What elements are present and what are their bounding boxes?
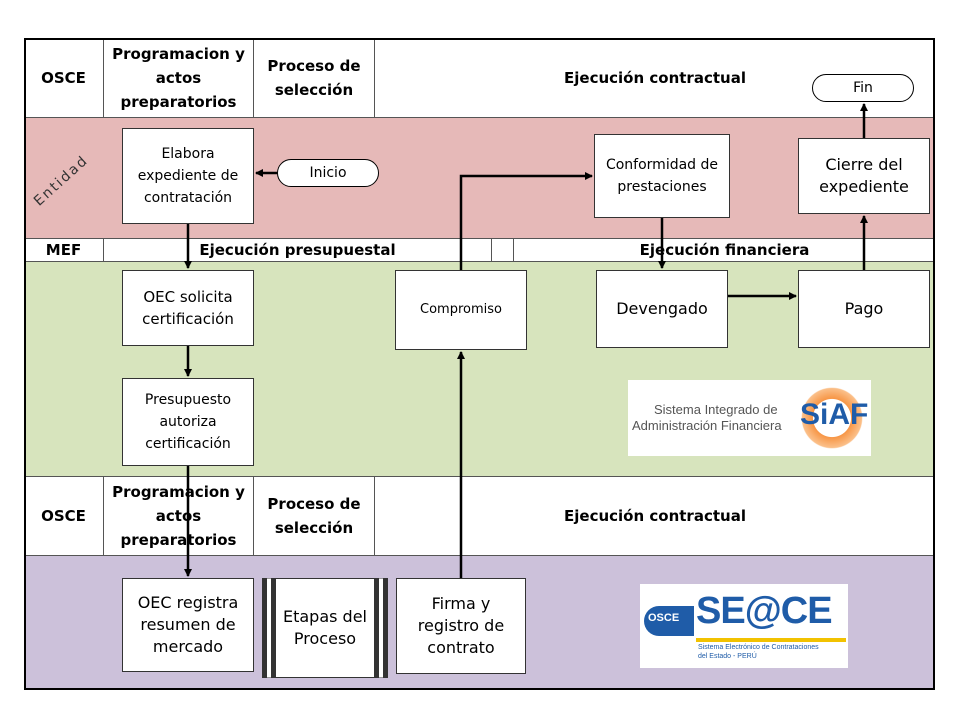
seace-mark: SE@CE <box>696 590 833 632</box>
oec-registra-box: OEC registra resumen de mercado <box>122 578 254 672</box>
osce-top-col3: Ejecución contractual <box>564 69 746 87</box>
mef-header: MEF Ejecución presupuestal Ejecución fin… <box>24 238 935 262</box>
inicio-terminal: Inicio <box>277 159 379 187</box>
osce-bottom-col3: Ejecución contractual <box>564 507 746 525</box>
oec-solicita-box: OEC solicita certificación <box>122 270 254 346</box>
osce-bottom-col2: Proceso de selección <box>254 477 375 555</box>
fin-terminal: Fin <box>812 74 914 102</box>
seace-underline <box>696 638 846 642</box>
firma-contrato-box: Firma y registro de contrato <box>396 578 526 674</box>
osce-top-col1: Programacion y actos preparatorios <box>104 39 254 117</box>
conformidad-box: Conformidad de prestaciones <box>594 134 730 218</box>
compromiso-box: Compromiso <box>395 270 527 350</box>
osce-bottom-org: OSCE <box>24 477 104 555</box>
siaf-mark-text: SiAF <box>800 398 869 431</box>
siaf-logo: Sistema Integrado de Administración Fina… <box>628 380 871 456</box>
devengado-box: Devengado <box>596 270 728 348</box>
osce-top-header: OSCE Programacion y actos preparatorios … <box>24 38 935 118</box>
presupuesto-box: Presupuesto autoriza certificación <box>122 378 254 466</box>
mef-col1: Ejecución presupuestal <box>104 239 492 261</box>
seace-sub-2: del Estado - PERÚ <box>698 653 757 660</box>
cierre-expediente-box: Cierre del expediente <box>798 138 930 214</box>
seace-badge-text: OSCE <box>648 612 680 624</box>
arrow-compromiso-conformidad <box>459 172 593 270</box>
siaf-text-2: Administración Financiera <box>632 418 782 433</box>
elabora-expediente-box: Elabora expediente de contratación <box>122 128 254 224</box>
osce-top-org: OSCE <box>24 39 104 117</box>
seace-sub-1: Sistema Electrónico de Contrataciones <box>698 644 819 651</box>
mef-col2: Ejecución financiera <box>639 241 810 259</box>
mef-org: MEF <box>24 239 104 261</box>
osce-top-col2: Proceso de selección <box>254 39 375 117</box>
osce-bottom-header: OSCE Programacion y actos preparatorios … <box>24 476 935 556</box>
diagram-frame <box>24 38 935 690</box>
osce-bottom-col1: Programacion y actos preparatorios <box>104 477 254 555</box>
seace-badge <box>644 606 694 636</box>
siaf-text-1: Sistema Integrado de <box>654 402 778 417</box>
pago-box: Pago <box>798 270 930 348</box>
mef-col-gap <box>492 239 514 261</box>
siaf-mark <box>796 384 868 452</box>
seace-logo: OSCE SE@CE Sistema Electrónico de Contra… <box>640 584 848 668</box>
etapas-proceso-box: Etapas del Proceso <box>262 578 388 678</box>
